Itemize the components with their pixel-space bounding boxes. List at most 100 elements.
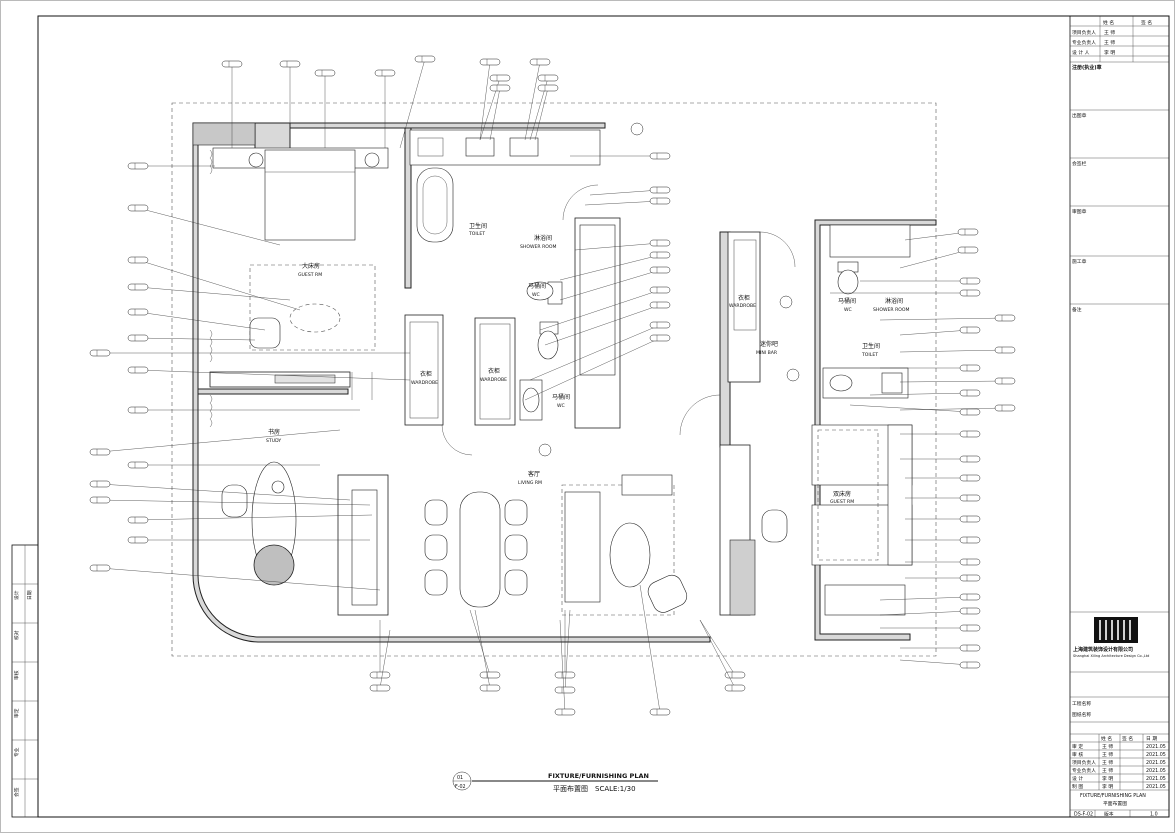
annotation-tag <box>959 364 981 372</box>
annotation-tag <box>959 574 981 582</box>
tb-sign-date: 2021.05 <box>1146 744 1166 750</box>
leader-line <box>639 584 661 713</box>
annotation-tag <box>89 496 111 504</box>
console-table <box>621 474 673 496</box>
tb-sign-h1: 姓 名 <box>1101 735 1112 742</box>
leader-line <box>137 369 411 381</box>
room-guest-rm-1-en: GUEST RM <box>298 272 322 278</box>
dashed-boundary <box>171 102 937 657</box>
annotation-tag <box>994 346 1016 354</box>
leader-line <box>479 61 491 141</box>
room-wc-3-en: WC <box>844 307 852 313</box>
leader-line <box>899 329 971 336</box>
company-name-en: Shanghai Xiling Architecture Design Co.,… <box>1073 654 1149 658</box>
leader-line <box>99 567 381 591</box>
partition-fill-r2 <box>729 539 756 616</box>
strip-label-6: 会签 <box>13 787 20 797</box>
study-lamp <box>271 480 285 494</box>
annotation-tag <box>479 671 501 679</box>
tv-cabinet-inner <box>351 489 378 606</box>
annotation-tag <box>959 455 981 463</box>
toilet-fixture-1 <box>526 281 563 305</box>
annotation-tag <box>649 266 671 274</box>
bedside-lamp-2 <box>364 152 380 168</box>
leader-line <box>489 87 501 141</box>
annotation-tag <box>724 671 746 679</box>
annotation-tag <box>127 516 149 524</box>
tb-version: 1.0 <box>1150 812 1158 818</box>
tb-stamp-1: 出图章 <box>1072 112 1087 119</box>
room-wardrobe-3-cn: 衣柜 <box>738 294 750 302</box>
study-chair <box>221 484 248 518</box>
room-wardrobe-1-en: WARDROBE <box>411 380 438 386</box>
leader-line <box>559 254 661 281</box>
annotation-tag <box>649 334 671 342</box>
tb-role-2: 专业负责人 <box>1072 39 1096 46</box>
study-wall <box>197 388 349 395</box>
annotation-tag <box>724 684 746 692</box>
tb-sign-date: 2021.05 <box>1146 768 1166 774</box>
tb-sign-role: 审 核 <box>1072 751 1083 758</box>
annotation-tag <box>994 314 1016 322</box>
leader-line <box>904 231 969 241</box>
annotation-tag <box>649 301 671 309</box>
room-wc-2-en: WC <box>557 403 565 409</box>
annotation-tag <box>127 536 149 544</box>
annotation-tag <box>89 448 111 456</box>
leader-line <box>559 269 661 301</box>
strip-label-2: 校对 <box>13 630 20 640</box>
annotation-tag <box>959 474 981 482</box>
lounge-chair-1 <box>249 317 281 349</box>
leader-line <box>474 609 491 689</box>
wardrobe-2-inner <box>479 323 511 420</box>
drawing-scale: SCALE:1/30 <box>595 785 636 793</box>
leader-line <box>589 189 661 196</box>
tb-name-3: 李 明 <box>1104 49 1115 56</box>
room-wardrobe-3-en: WARDROBE <box>729 303 756 309</box>
tb-name-1: 王 师 <box>1104 29 1115 36</box>
room-toilet-1-en: TOILET <box>468 231 485 237</box>
room-wardrobe-1-cn: 衣柜 <box>420 370 432 378</box>
tb-sheet-code: DS-F-02 <box>1074 812 1093 818</box>
annotation-tag <box>957 246 979 254</box>
tb-name-2: 王 师 <box>1104 39 1115 46</box>
room-toilet-2-en: TOILET <box>861 352 878 358</box>
leader-line <box>899 349 1006 353</box>
annotation-tag <box>369 684 391 692</box>
annotation-tag <box>959 593 981 601</box>
room-labels: 大床房 GUEST RM 卫生间 TOILET 淋浴间 SHOWER ROOM … <box>266 222 910 505</box>
company-name-cn: 上海建筑装饰设计有限公司 <box>1073 646 1133 653</box>
wall-block-top-left <box>192 122 256 146</box>
drawing-title: 01 F-02 FIXTURE/FURNISHING PLAN 平面布置图 SC… <box>452 771 658 793</box>
annotation-tag <box>479 684 501 692</box>
annotation-tag <box>959 430 981 438</box>
tb-sign-h3: 日 期 <box>1146 736 1157 742</box>
annotation-tag <box>959 289 981 297</box>
tb-sign-date: 2021.05 <box>1146 784 1166 790</box>
toilet-fixture-3 <box>837 261 859 295</box>
annotation-tag <box>554 708 576 716</box>
tb-sign-role: 设 计 <box>1072 775 1083 782</box>
leader-line <box>99 499 371 506</box>
leader-line <box>137 514 373 521</box>
wardrobe-2-box <box>474 317 516 426</box>
annotation-tag <box>479 58 501 66</box>
annotation-tag <box>127 308 149 316</box>
tb-sign-role: 制 图 <box>1072 783 1083 790</box>
dining-table <box>459 491 501 608</box>
annotation-tag <box>127 366 149 374</box>
rug-2 <box>817 429 879 561</box>
annotation-tag <box>127 334 149 342</box>
annotation-tag <box>994 404 1016 412</box>
drawing-title-en: FIXTURE/FURNISHING PLAN <box>548 772 649 780</box>
annotation-tag <box>994 377 1016 385</box>
door-swing-4 <box>759 231 796 268</box>
annotation-tag <box>649 321 671 329</box>
room-toilet-2-cn: 卫生间 <box>862 342 880 350</box>
section-marker-2 <box>779 295 793 309</box>
bathtub <box>416 167 454 243</box>
partition-inner-2 <box>579 224 616 376</box>
leader-line <box>524 61 541 141</box>
door-double-study <box>351 372 373 400</box>
